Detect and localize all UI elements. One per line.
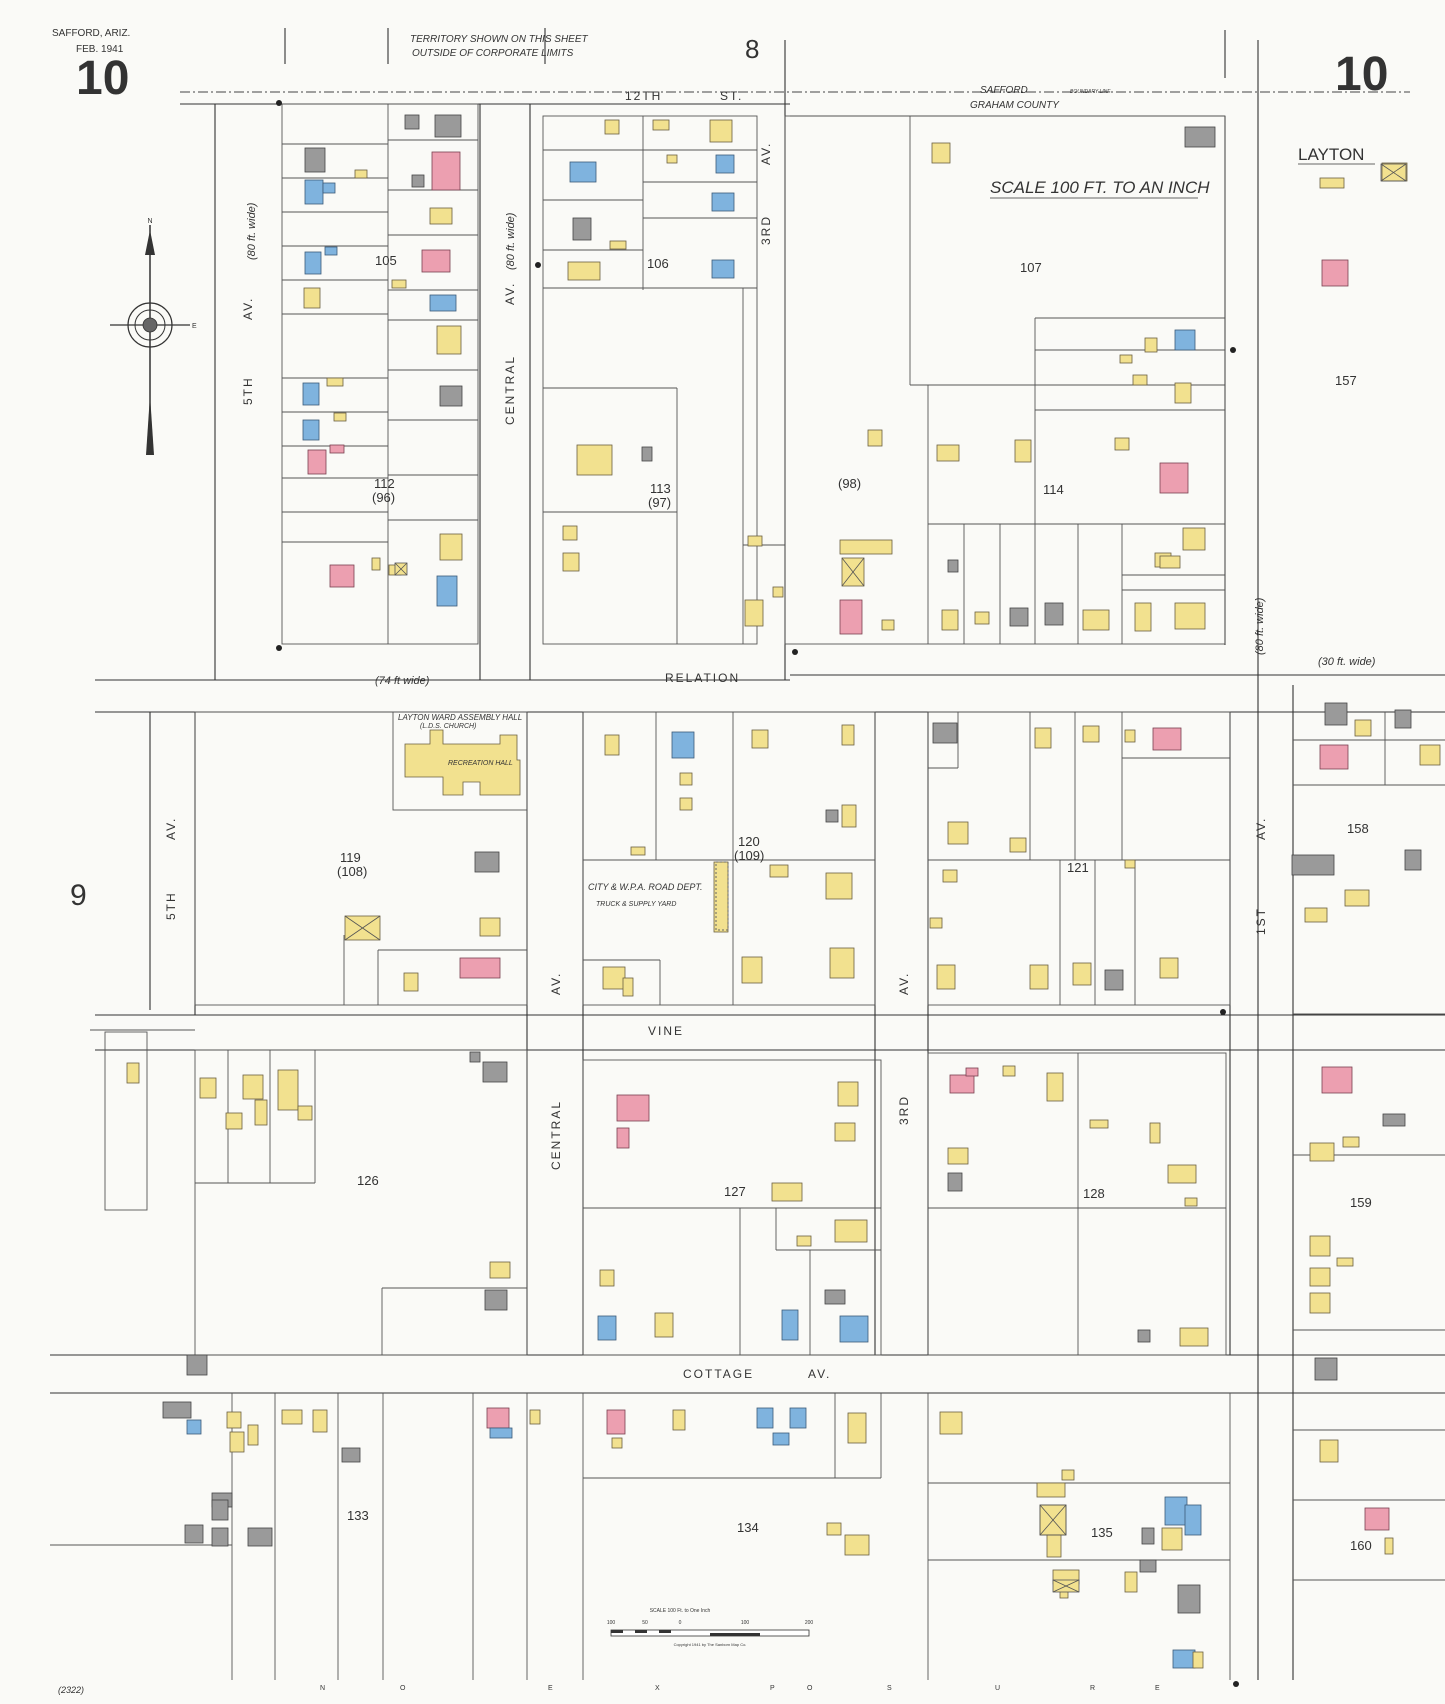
block-113-old: (97): [648, 495, 671, 510]
block-112: 112: [374, 476, 395, 491]
block-105: 105: [375, 253, 397, 268]
adjoining-sheet-left: 9: [70, 879, 87, 912]
block-157: 157: [1335, 373, 1357, 388]
territory-note-2: OUTSIDE OF CORPORATE LIMITS: [412, 48, 574, 59]
scale-tick: 100: [607, 1620, 616, 1626]
block-128: 128: [1083, 1186, 1105, 1201]
buildings: [126, 114, 1441, 1669]
block-127: 127: [724, 1184, 746, 1199]
block-121: 121: [1067, 860, 1089, 875]
sheet-date: FEB. 1941: [76, 44, 124, 55]
map-labels: SAFFORD, ARIZ. FEB. 1941 10 10 8 9 TERRI…: [52, 28, 1388, 1695]
scale-tick: 200: [805, 1620, 814, 1626]
margin-letter: R: [1090, 1685, 1095, 1692]
block-119: 119: [340, 850, 361, 865]
width-5th: (80 ft. wide): [246, 202, 258, 260]
compass-north-label: N: [147, 218, 152, 225]
block-120-old: (109): [734, 848, 764, 863]
block-126: 126: [357, 1173, 379, 1188]
street-central-lower: CENTRAL: [549, 1100, 563, 1170]
block-112-old: (96): [372, 490, 395, 505]
street-12th: 12TH: [625, 89, 662, 103]
boundary-label-county: GRAHAM COUNTY: [970, 100, 1060, 111]
assembly-hall-sublabel: (L.D.S. CHURCH): [420, 723, 476, 730]
block-113: 113: [650, 481, 671, 496]
lot-lines: [50, 103, 1445, 1680]
yard-fence: [715, 861, 729, 931]
sheet-number: 10: [76, 52, 129, 105]
scale-bar: SCALE 100 Ft. to One Inch 100 50 0 100 2…: [607, 1608, 814, 1647]
block-135: 135: [1091, 1525, 1113, 1540]
compass-rose: N E: [110, 218, 197, 455]
margin-letter: O: [807, 1685, 813, 1692]
district-label: LAYTON: [1298, 145, 1364, 164]
index-code: (2322): [58, 1685, 84, 1695]
block-114: 114: [1043, 482, 1064, 497]
road-dept-sublabel: TRUCK & SUPPLY YARD: [596, 901, 676, 908]
width-1st: (80 ft. wide): [1254, 597, 1266, 655]
street-cottage: COTTAGE: [683, 1367, 754, 1381]
block-160: 160: [1350, 1538, 1372, 1553]
street-relation: RELATION: [665, 671, 740, 685]
width-central: (80 ft. wide): [505, 212, 517, 270]
street-cottage-av: AV.: [808, 1367, 831, 1381]
street-12th-st: ST.: [720, 89, 743, 103]
margin-letter: X: [655, 1685, 660, 1692]
width-right-street: (30 ft. wide): [1318, 656, 1376, 668]
scale-bar-label: SCALE 100 Ft. to One Inch: [650, 1608, 711, 1614]
boundary-label-safford: SAFFORD: [980, 85, 1028, 96]
street-1st: 1ST: [1254, 907, 1268, 935]
sheds: [344, 163, 1407, 1593]
street-5th-av-lower: AV.: [164, 817, 178, 840]
compass-east-label: E: [192, 323, 197, 330]
territory-note-1: TERRITORY SHOWN ON THIS SHEET: [410, 34, 588, 45]
scale-tick: 50: [642, 1620, 648, 1626]
scale-tick: 0: [679, 1620, 682, 1626]
margin-letter: O: [400, 1685, 406, 1692]
sheet-number-right: 10: [1335, 48, 1388, 101]
hydrant-markers: [276, 100, 1239, 1687]
road-dept-label: CITY & W.P.A. ROAD DEPT.: [588, 882, 703, 892]
street-1st-av: AV.: [1254, 817, 1268, 840]
margin-letter: U: [995, 1685, 1000, 1692]
block-159: 159: [1350, 1195, 1372, 1210]
street-3rd-lower: 3RD: [897, 1095, 911, 1125]
scale-title: SCALE 100 FT. TO AN INCH: [990, 178, 1210, 197]
margin-letter: N: [320, 1685, 325, 1692]
block-120: 120: [738, 834, 760, 849]
street-central-av-lower: AV.: [549, 972, 563, 995]
street-central-av: AV.: [503, 282, 517, 305]
block-134: 134: [737, 1520, 759, 1535]
margin-letter: S: [887, 1685, 892, 1692]
block-107: 107: [1020, 260, 1042, 275]
street-3rd-av: AV.: [759, 142, 773, 165]
recreation-hall-label: RECREATION HALL: [448, 760, 513, 767]
street-5th: 5TH: [241, 376, 255, 405]
street-3rd: 3RD: [759, 215, 773, 245]
width-relation: (74 ft wide): [375, 675, 430, 687]
margin-letter: E: [548, 1685, 553, 1692]
street-5th-lower: 5TH: [164, 891, 178, 920]
street-3rd-av-lower: AV.: [897, 972, 911, 995]
block-119-old: (108): [337, 864, 367, 879]
block-133: 133: [347, 1508, 369, 1523]
block-106: 106: [647, 256, 669, 271]
margin-letter: P: [770, 1685, 775, 1692]
street-central: CENTRAL: [503, 355, 517, 425]
street-vine: VINE: [648, 1024, 684, 1038]
copyright-note: Copyright 1941 by The Sanborn Map Co.: [674, 1642, 747, 1647]
street-5th-av: AV.: [241, 297, 255, 320]
boundary-line-label: BOUNDARY LINE: [1070, 89, 1111, 95]
block-158: 158: [1347, 821, 1369, 836]
adjoining-sheet-top: 8: [745, 34, 759, 64]
margin-letter: E: [1155, 1685, 1160, 1692]
assembly-hall-building: [404, 729, 521, 796]
scale-tick: 100: [741, 1620, 750, 1626]
assembly-hall-label: LAYTON WARD ASSEMBLY HALL: [398, 713, 522, 722]
block-98: (98): [838, 476, 861, 491]
city-name: SAFFORD, ARIZ.: [52, 28, 130, 39]
